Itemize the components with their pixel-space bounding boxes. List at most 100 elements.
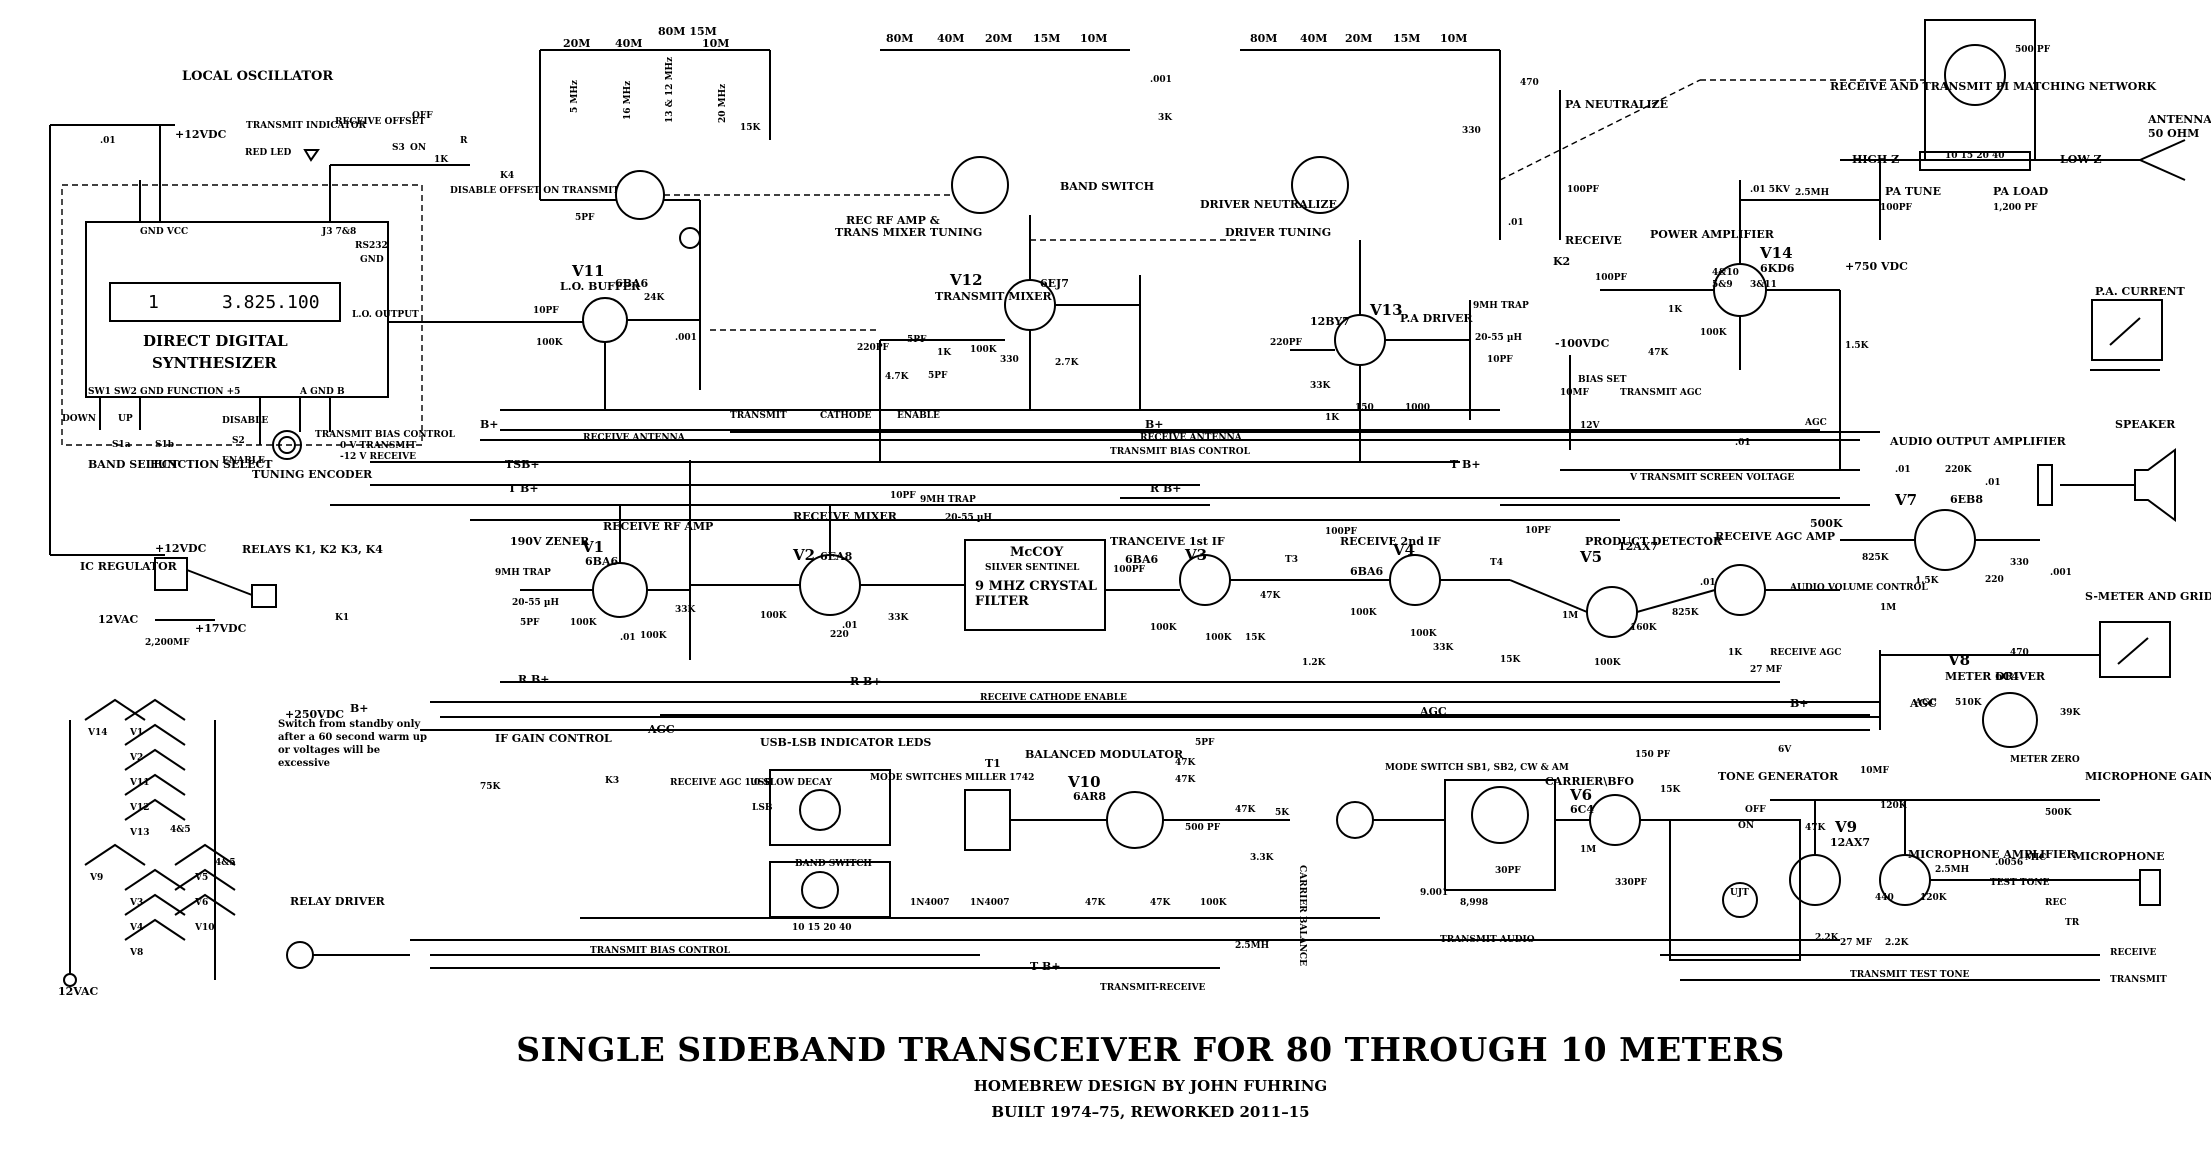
mod-47k4: 47K [1150,898,1172,908]
v11-name: L.O. BUFFER [560,280,641,293]
mic-tr: TR [2065,918,2080,928]
up-label: UP [118,414,133,424]
pi-coil [1919,151,2031,171]
v7-500k: 500K [1810,517,1843,530]
mic-0056: .0056 [1995,858,2023,868]
v12-1k: 1K [937,348,952,358]
v13-type: 12BY7 [1310,315,1350,328]
v4-100k: 100K [1350,608,1378,618]
v1-label: V1 [581,538,604,556]
filament-wiring: V14 V1 V2 V11 V12 V13 V9 V3 V4 V8 V5 V6 … [58,698,236,998]
fil-v2: V2 [129,753,143,763]
v7-label: V7 [1894,491,1917,509]
mic-gain-label: MICROPHONE GAIN CONTROL [2085,770,2211,783]
lo-band-20m: 20M [563,37,590,50]
pa-tune-value: 100PF [1880,203,1913,213]
v14-type: 6KD6 [1760,262,1795,275]
bfo-330pf: 330PF [1615,878,1648,888]
v3-100: 100K [1205,633,1233,643]
v14-25mh: 2.5MH [1795,188,1830,198]
s1a-label: S1a [112,440,131,450]
v2-220: 220 [830,630,849,640]
modulator-bfo: BALANCED MODULATOR V10 6AR8 T1 MILLER 17… [910,738,1682,966]
crystal-silver: SILVER SENTINEL [985,563,1080,573]
pi-network-antenna: RECEIVE AND TRANSMIT PI MATCHING NETWORK… [1830,19,2211,371]
disable-offset-label: DISABLE OFFSET ON TRANSMIT [450,186,619,196]
test-tone-label: TEST TONE [1990,878,2050,888]
v11-res-100k: 100K [536,338,564,348]
b-label: B+ [480,418,499,431]
v8-agc: AGC [1914,698,1937,708]
b-label-2: B+ [1145,418,1164,431]
crystal-filter-label: FILTER [975,594,1029,609]
drv-band-80m: 80M [1250,32,1277,45]
mod-25mh: 2.5MH [1235,941,1270,951]
fil-v4: V4 [129,923,143,933]
v3-100pf: 100PF [1113,565,1146,575]
usb-lsb-indicator: USB-LSB INDICATOR LEDS MODE SWITCHES USB… [750,736,962,933]
tuning-encoder-label: TUNING ENCODER [252,468,373,481]
mic-rec: REC [2045,898,2067,908]
neg-100vdc: -100VDC [1555,337,1610,350]
function-select-label: FUNCTION SELECT [150,458,273,471]
pa-neutralize: PA NEUTRALIZE 100PF RECEIVE K2 .01 [1508,90,1668,268]
v7-825k: 825K [1862,553,1890,563]
v1-tube-icon [592,562,648,618]
tone-off: OFF [1745,805,1766,815]
v12-001: .001 [1150,75,1172,85]
v3-100k: 100K [1150,623,1178,633]
s2-label: S2 [232,436,245,446]
txm-band-80m: 80M [886,32,913,45]
v9-name: MICROPHONE AMPLIFIER [1908,848,2077,861]
tone-on: ON [1738,821,1754,831]
v13-label: V13 [1369,301,1403,319]
trans-mixer-tuning-label: TRANS MIXER TUNING [835,226,982,239]
ic-regulator-label: IC REGULATOR [80,560,178,573]
tsb-label: TSB+ [505,458,540,471]
v11-label: V11 [571,262,605,280]
v8-tube-icon [1982,692,2038,748]
k4-label: K4 [500,171,514,181]
v4-100: 100K [1410,629,1438,639]
lo-buffer-stage: V11 L.O. BUFFER 6BA6 10PF 100K .001 24K [410,200,701,410]
pa-load-label: PA LOAD [1993,185,2049,198]
v13-name: P.A DRIVER [1400,312,1473,325]
speaker-icon [2134,448,2176,522]
v10-label: V10 [1067,773,1101,791]
t1-miller: MILLER 1742 [965,773,1034,783]
bfo-crystal-box [1444,779,1556,891]
v1-trap: 9MH TRAP [495,568,551,578]
band-switch-wafer-icon [801,871,839,909]
b-label-3: B+ [1790,697,1809,710]
v13-220pf: 220PF [1270,338,1303,348]
lo-13mhz: 13 & 12 MHz [665,57,675,123]
mod-100k: 100K [1200,898,1228,908]
enable-label: ENABLE [222,456,265,466]
v5-100: 100K [1594,658,1622,668]
fil-v8: V8 [129,948,143,958]
v11-cap-001: .001 [675,333,697,343]
reg-2200mf: 2,200MF [145,638,190,648]
mic-mic: MIC [2025,853,2046,863]
pa-100pf: 100PF [1567,185,1600,195]
t3-label: T3 [1285,555,1298,565]
product-detector-stage: V5 PRODUCT DETECTOR 12AX7 RECEIVE AGC AM… [1509,530,1928,675]
tx-indicator-label: TRANSMIT INDICATOR [246,121,367,131]
ujt-label: UJT [1730,888,1749,898]
lo-band-10m: 10M [702,37,729,50]
v13-150: 150 [1355,403,1374,413]
mod-1n4007-b: 1N4007 [970,898,1010,908]
mod-47k5: 47K [1085,898,1107,908]
crystal-filter-box [964,539,1106,631]
designer-credit: HOMEBREW DESIGN BY JOHN FUHRING [973,1077,1328,1095]
v1-type: 6BA6 [585,555,618,568]
disable-label: DISABLE [222,416,268,426]
reg-12vac: 12VAC [98,613,139,626]
v14-label: V14 [1759,244,1793,262]
agc-label-tx: AGC [1804,418,1827,428]
v5-160k: 160K [1630,623,1658,633]
v7-005: .01 [1985,478,2001,488]
bfo-1m: 1M [1580,845,1596,855]
output-transformer [2037,464,2053,506]
v2-trap: 9MH TRAP [920,495,976,505]
